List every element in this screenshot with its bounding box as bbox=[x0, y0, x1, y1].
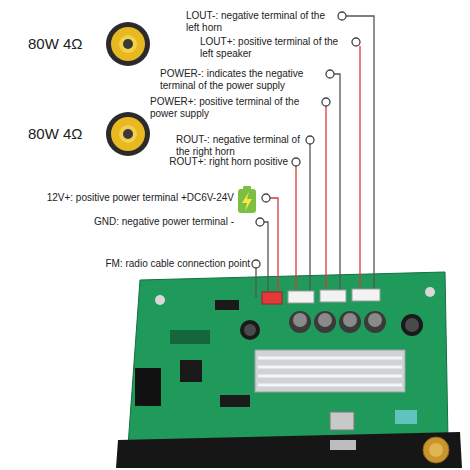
pcb-part bbox=[170, 330, 210, 344]
pcb-part bbox=[405, 318, 419, 332]
pcb-part bbox=[364, 311, 386, 333]
pcb-part bbox=[289, 311, 311, 333]
leader-line bbox=[325, 106, 326, 289]
front-panel-part bbox=[330, 440, 356, 450]
leader-line bbox=[295, 166, 296, 290]
pcb-part bbox=[180, 360, 202, 382]
pcb-part bbox=[244, 324, 256, 336]
pcb-part bbox=[258, 375, 402, 378]
pcb-part bbox=[368, 313, 382, 327]
pcb-part bbox=[135, 368, 161, 406]
speaker-icon-part bbox=[111, 117, 145, 151]
pcb-part bbox=[258, 384, 402, 387]
power-rating: 80W 4Ω bbox=[28, 35, 108, 53]
pcb-part bbox=[262, 292, 282, 304]
pcb-part bbox=[314, 311, 336, 333]
pcb-part bbox=[320, 290, 346, 302]
pcb-part bbox=[128, 272, 448, 446]
leader-line bbox=[359, 46, 360, 288]
front-panel-part bbox=[429, 443, 443, 457]
terminal-label: LOUT+: positive terminal of the left spe… bbox=[200, 36, 350, 60]
leader-marker bbox=[292, 158, 300, 166]
speaker-icon bbox=[106, 22, 150, 66]
pcb-part bbox=[220, 395, 250, 407]
power-rating: 80W 4Ω bbox=[28, 125, 108, 143]
terminal-label: FM: radio cable connection point bbox=[80, 258, 250, 270]
pcb-part bbox=[288, 291, 314, 303]
leader-marker bbox=[352, 38, 360, 46]
pcb-part bbox=[352, 289, 380, 301]
terminal-label: GND: negative power terminal - bbox=[40, 216, 234, 228]
pcb-part bbox=[318, 313, 332, 327]
pcb-part bbox=[240, 320, 260, 340]
pcb-part bbox=[395, 410, 417, 424]
pcb-part bbox=[293, 313, 307, 327]
pcb-part bbox=[215, 300, 239, 310]
pcb-part bbox=[343, 313, 357, 327]
pcb-part bbox=[425, 287, 435, 297]
leader-line bbox=[309, 144, 310, 290]
speaker-icon-part bbox=[123, 39, 133, 49]
speaker-icon-part bbox=[106, 22, 150, 66]
speaker-icon-part bbox=[111, 27, 145, 61]
pcb-part bbox=[258, 366, 402, 369]
terminal-label: 12V+: positive power terminal +DC6V-24V bbox=[16, 192, 234, 204]
pcb-part bbox=[330, 412, 354, 430]
leader-marker bbox=[252, 260, 260, 268]
leader-marker bbox=[326, 70, 334, 78]
speaker-icon-part bbox=[119, 125, 137, 143]
leader-lines bbox=[252, 12, 374, 298]
leader-marker bbox=[338, 12, 346, 20]
battery-icon bbox=[238, 186, 256, 213]
battery-icon-part bbox=[238, 189, 256, 213]
leader-line bbox=[346, 16, 374, 288]
speaker-icon-part bbox=[106, 112, 150, 156]
pcb-part bbox=[255, 350, 405, 392]
pcb-part bbox=[155, 295, 165, 305]
leader-marker bbox=[322, 98, 330, 106]
speaker-icon-part bbox=[119, 35, 137, 53]
terminal-label: LOUT-: negative terminal of the left hor… bbox=[186, 10, 334, 34]
speaker-icon bbox=[106, 112, 150, 156]
leader-marker bbox=[306, 136, 314, 144]
front-panel-part bbox=[116, 432, 462, 468]
pcb bbox=[128, 272, 448, 446]
leader-marker bbox=[256, 218, 264, 226]
leader-marker bbox=[262, 194, 270, 202]
leader-line bbox=[255, 268, 256, 298]
speaker-icon-part bbox=[123, 129, 133, 139]
pcb-part bbox=[401, 314, 423, 336]
front-panel-part bbox=[423, 437, 449, 463]
battery-icon-part bbox=[242, 192, 252, 211]
front-panel bbox=[116, 432, 462, 468]
terminal-label: ROUT-: negative terminal of the right ho… bbox=[176, 134, 302, 158]
pcb-part bbox=[258, 357, 402, 360]
pcb-part bbox=[339, 311, 361, 333]
terminal-label: ROUT+: right horn positive bbox=[150, 156, 288, 168]
terminal-label: POWER+: positive terminal of the power s… bbox=[150, 96, 320, 120]
leader-line bbox=[270, 198, 278, 291]
terminal-label: POWER-: indicates the negative terminal … bbox=[160, 68, 320, 92]
leader-line bbox=[264, 222, 268, 291]
leader-line bbox=[334, 74, 340, 289]
